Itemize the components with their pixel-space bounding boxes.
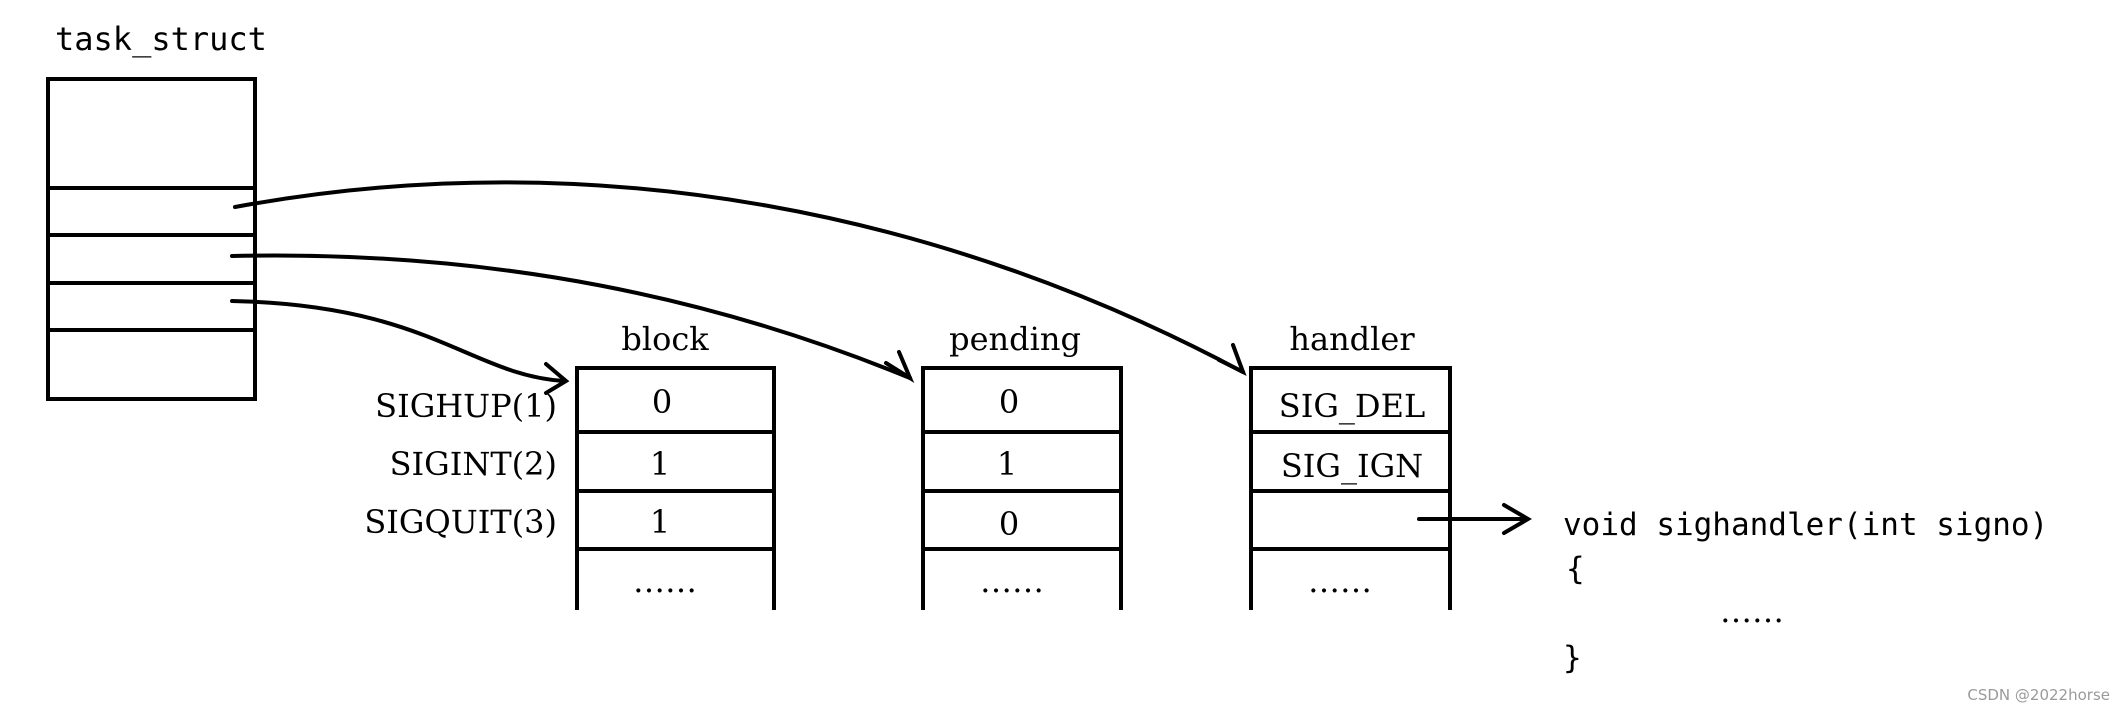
arrow-to-handler (233, 180, 1245, 374)
task-struct: task_struct (46, 20, 267, 401)
handler-table: handler SIG_DEL SIG_IGN …… (1249, 320, 1452, 610)
block-ellipsis: …… (633, 562, 697, 600)
sighandler-close-brace: } (1563, 640, 1582, 676)
signal-label: SIGHUP(1) (375, 387, 557, 425)
signal-label: SIGINT(2) (390, 445, 557, 483)
block-cell-sighup: 0 (652, 383, 672, 421)
arrowhead-icon (1217, 343, 1247, 377)
arrowhead-icon (884, 350, 915, 384)
watermark: CSDN @2022horse (1967, 686, 2110, 704)
handler-cell-sighup: SIG_DEL (1279, 387, 1425, 425)
block-title: block (621, 320, 709, 358)
pending-ellipsis: …… (980, 562, 1044, 600)
handler-ellipsis: …… (1308, 562, 1372, 600)
signal-labels: SIGHUP(1) SIGINT(2) SIGQUIT(3) (364, 387, 557, 541)
sighandler-code: void sighandler(int signo) { …… } (1563, 507, 2048, 676)
pending-cell-sigint: 1 (997, 445, 1017, 483)
pending-title: pending (949, 320, 1081, 358)
block-cell-sigint: 1 (650, 445, 670, 483)
arrowhead-icon (1502, 503, 1532, 535)
pending-cell-sighup: 0 (999, 383, 1019, 421)
sighandler-signature: void sighandler(int signo) (1563, 507, 2048, 543)
sighandler-open-brace: { (1566, 551, 1585, 587)
task-struct-title: task_struct (55, 20, 267, 58)
arrowhead-icon (544, 362, 570, 395)
pending-cell-sigquit: 0 (999, 505, 1019, 543)
connectors (230, 180, 1532, 535)
arrow-to-block (230, 299, 566, 383)
block-table: block 0 1 1 …… (575, 320, 776, 610)
sighandler-body: …… (1720, 592, 1784, 630)
signal-label: SIGQUIT(3) (364, 503, 557, 541)
handler-title: handler (1289, 320, 1415, 358)
arrow-to-pending (230, 253, 912, 380)
pending-table: pending 0 1 0 …… (921, 320, 1123, 610)
handler-cell-sigint: SIG_IGN (1281, 447, 1423, 485)
block-cell-sigquit: 1 (650, 503, 670, 541)
task-struct-box (46, 77, 257, 401)
